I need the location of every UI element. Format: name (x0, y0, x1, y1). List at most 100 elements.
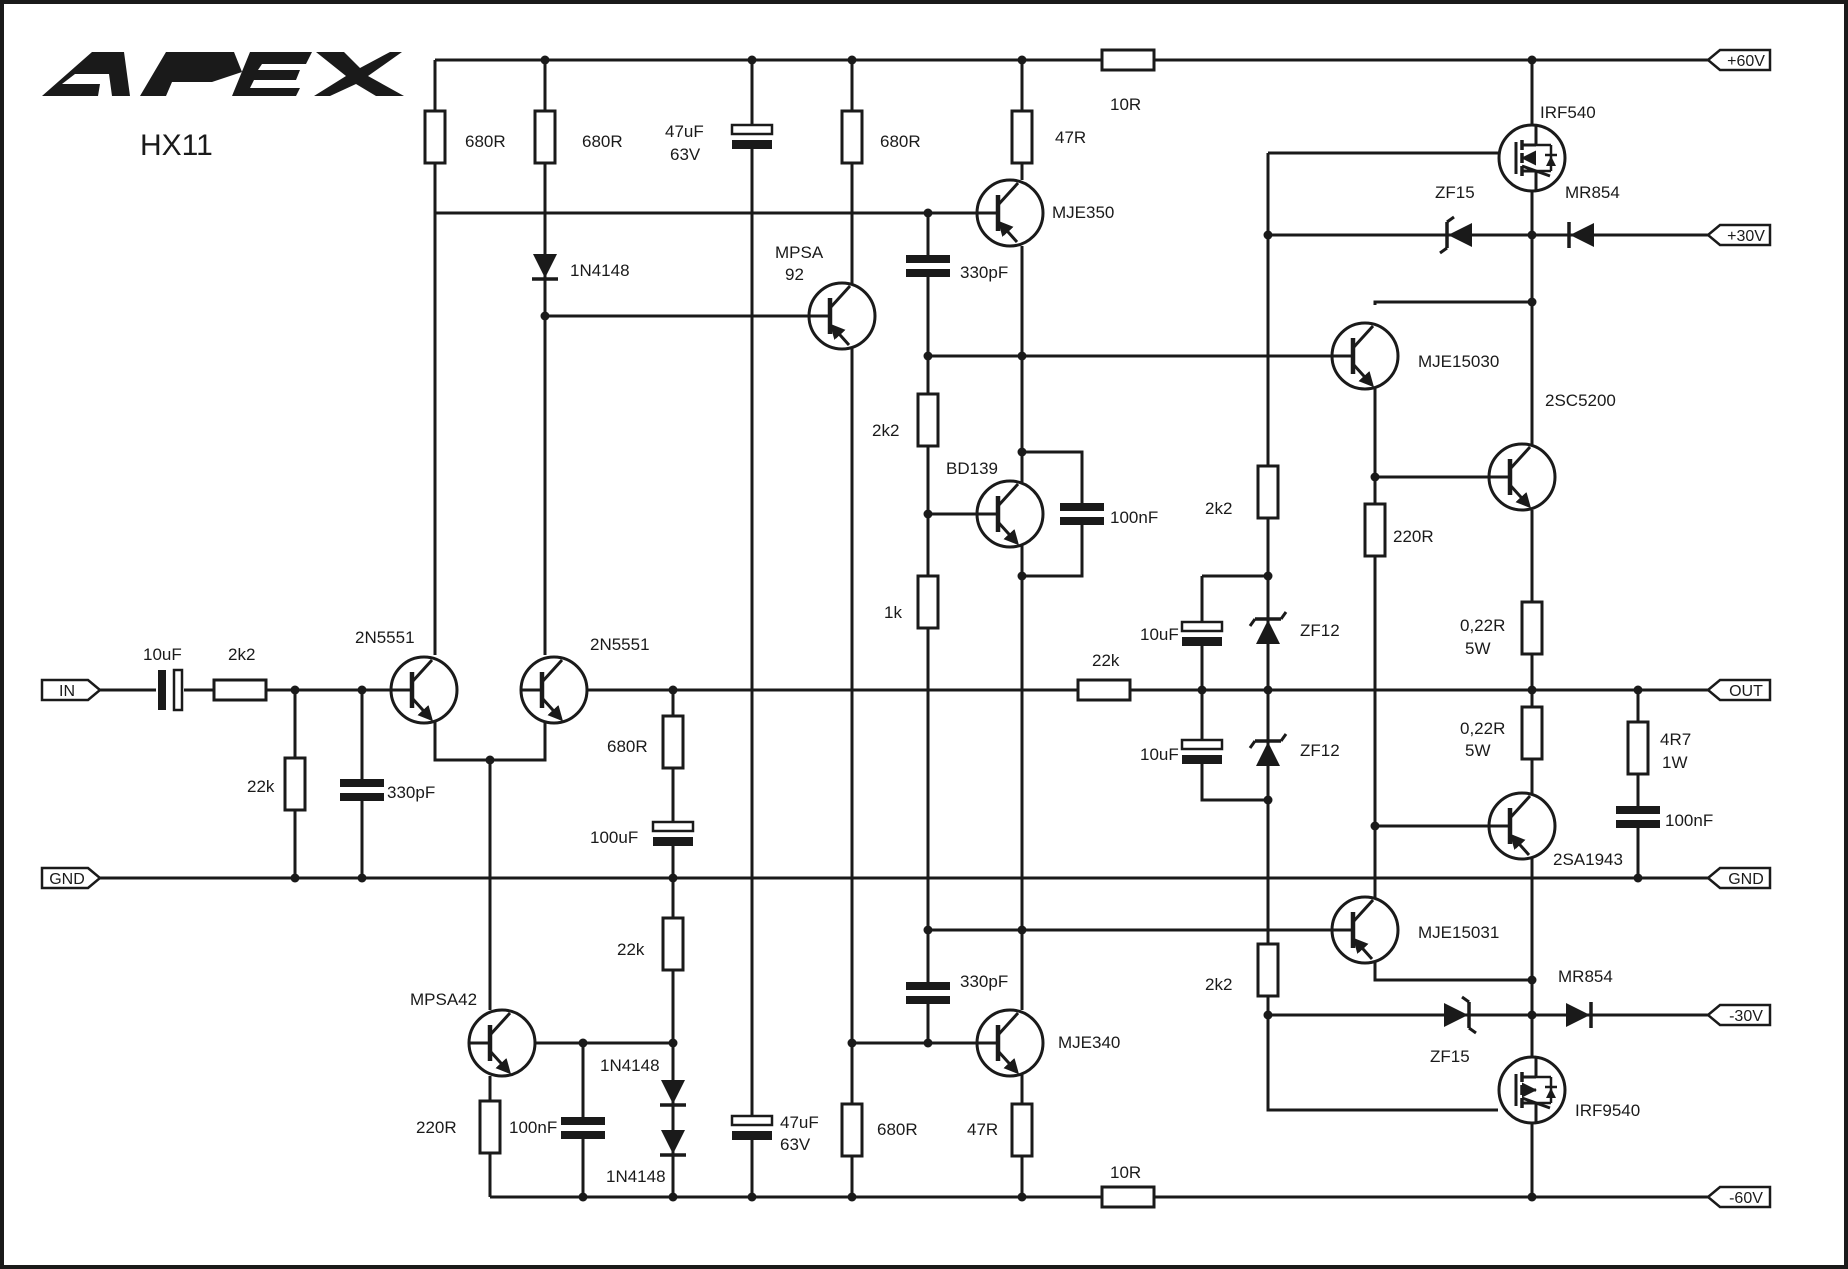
apex-logo (42, 52, 404, 96)
junction-dot (1017, 925, 1027, 935)
zener-zf12-a (1248, 611, 1288, 644)
junction-dot (578, 1192, 588, 1202)
junction-dot (1527, 1010, 1537, 1020)
component-label: 100nF (1665, 811, 1713, 830)
port-gnd-right: GND (1706, 866, 1772, 890)
component-label: IRF9540 (1575, 1101, 1640, 1120)
junction-dot (923, 351, 933, 361)
resistor-022r-top (1520, 600, 1544, 656)
component-label: 100nF (509, 1118, 557, 1137)
component-label: MR854 (1565, 183, 1620, 202)
junction-dot (1527, 685, 1537, 695)
resistor-022r-bot (1520, 705, 1544, 761)
component-label: 2k2 (872, 421, 899, 440)
junction-dot (1017, 351, 1027, 361)
resistor-2k2-zf-top (1256, 464, 1280, 520)
resistor-10r-top (1100, 48, 1156, 72)
resistor-22k-feedback (1076, 678, 1132, 702)
component-label: 4R7 (1660, 730, 1691, 749)
component-label: ZF12 (1300, 741, 1340, 760)
zener-zf12-b (1248, 733, 1288, 766)
resistor-10r-bot (1100, 1185, 1156, 1209)
port-minus-60v: -60V (1706, 1185, 1772, 1209)
port-gnd-left: GND (40, 866, 102, 890)
junction-dot (847, 1038, 857, 1048)
component-label: 2k2 (1205, 975, 1232, 994)
component-label: ZF15 (1435, 183, 1475, 202)
capacitor-10uf-zener-1 (1180, 620, 1224, 646)
component-label: 2N5551 (355, 628, 415, 647)
junction-dot (747, 55, 757, 65)
junction-dot (290, 873, 300, 883)
component-label: 1N4148 (600, 1056, 660, 1075)
component-label: IRF540 (1540, 103, 1596, 122)
component-label: 10R (1110, 1163, 1141, 1182)
junction-dot (923, 509, 933, 519)
component-label: 2k2 (228, 645, 255, 664)
junction-dot (540, 311, 550, 321)
component-label: 2SA1943 (1553, 850, 1623, 869)
resistor-2k2-input (212, 678, 268, 702)
component-label: 10R (1110, 95, 1141, 114)
resistor-2k2-vbe (916, 392, 940, 448)
component-label: 5W (1465, 639, 1491, 658)
component-label: 0,22R (1460, 616, 1505, 635)
capacitor-330pf-bot (906, 982, 950, 1004)
junction-dot (1263, 1010, 1273, 1020)
diode-1n4148-a (660, 1080, 686, 1107)
transistor-2sc5200 (1487, 442, 1557, 512)
transistor-mje15030 (1330, 321, 1400, 391)
component-label: MR854 (1558, 967, 1613, 986)
resistor-22k-bottom (661, 916, 685, 972)
port-out: OUT (1706, 678, 1772, 702)
component-label: 100nF (1110, 508, 1158, 527)
zener-zf15-top (1439, 215, 1472, 255)
component-label: 100uF (590, 828, 638, 847)
capacitor-100nf-out (1616, 806, 1660, 828)
component-label: 5W (1465, 741, 1491, 760)
resistor-220r-right (1363, 502, 1387, 558)
resistor-220r-left (478, 1099, 502, 1155)
component-label: BD139 (946, 459, 998, 478)
component-label: 10uF (143, 645, 182, 664)
component-label: 22k (1092, 651, 1120, 670)
junction-dot (668, 1192, 678, 1202)
junction-dot (357, 873, 367, 883)
junction-dot (1017, 55, 1027, 65)
resistor-680r-bot (840, 1102, 864, 1158)
junction-dot (1017, 447, 1027, 457)
port-label: +60V (1727, 53, 1765, 70)
port-plus-30v: +30V (1706, 223, 1772, 247)
junction-dot (1263, 230, 1273, 240)
resistor-2k2-zf-bot (1256, 942, 1280, 998)
mosfet-irf9540 (1497, 1055, 1567, 1125)
component-label: ZF12 (1300, 621, 1340, 640)
transistor-mpsa92 (807, 281, 877, 351)
component-label: 10uF (1140, 625, 1179, 644)
component-label: 680R (877, 1120, 918, 1139)
component-label: MPSA42 (410, 990, 477, 1009)
component-label: MPSA (775, 243, 824, 262)
diode-mr854-bot (1566, 1002, 1593, 1028)
component-label: 63V (670, 145, 701, 164)
transistor-mje15031 (1330, 895, 1400, 965)
junction-dot (1527, 55, 1537, 65)
component-label: 1W (1662, 753, 1688, 772)
capacitor-47uf-bot (730, 1114, 774, 1140)
junction-dot (1197, 685, 1207, 695)
port-label: GND (49, 871, 85, 888)
component-label: 22k (247, 777, 275, 796)
component-label: 330pF (960, 972, 1008, 991)
junction-dot (1017, 571, 1027, 581)
junction-dot (1370, 821, 1380, 831)
junction-dot (1017, 1192, 1027, 1202)
junction-dot (923, 1038, 933, 1048)
transistor-2sa1943 (1487, 791, 1557, 861)
component-label: 22k (617, 940, 645, 959)
component-label: 1N4148 (570, 261, 630, 280)
junction-dot (747, 1192, 757, 1202)
junction-dot (290, 685, 300, 695)
junction-dot (923, 208, 933, 218)
